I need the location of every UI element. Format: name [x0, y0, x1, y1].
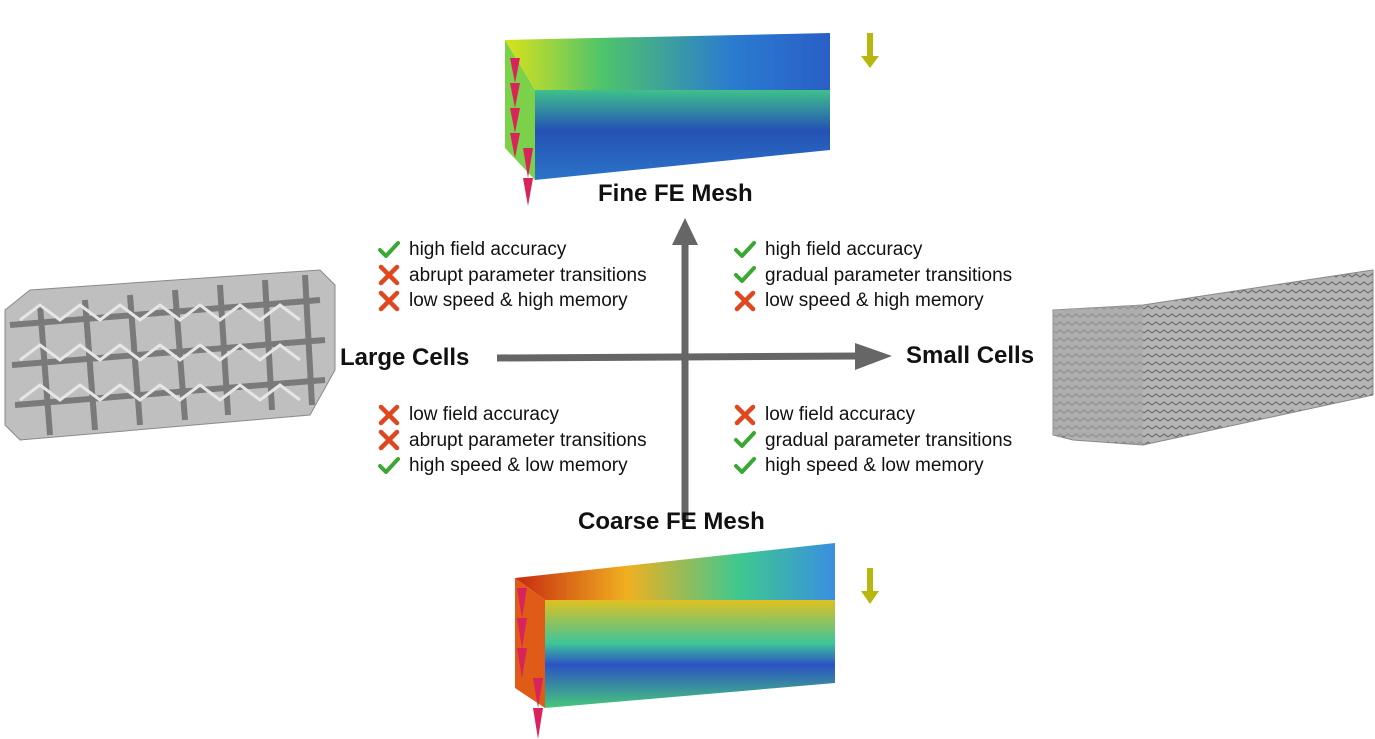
list-item-text: gradual parameter transitions — [765, 429, 1013, 451]
cross-icon — [733, 404, 757, 426]
list-item: gradual parameter transitions — [733, 263, 1012, 289]
cross-icon — [377, 429, 401, 451]
list-item: high field accuracy — [377, 237, 647, 263]
quadrant-top-left: high field accuracy abrupt parameter tran… — [377, 237, 647, 314]
check-icon — [733, 264, 757, 286]
list-item-text: low speed & high memory — [409, 290, 628, 311]
check-icon — [377, 455, 401, 477]
label-coarse-fe-mesh: Coarse FE Mesh — [578, 508, 765, 535]
list-item: high field accuracy — [733, 237, 1012, 263]
check-icon — [733, 429, 757, 451]
coarse-fe-mesh-image — [515, 543, 879, 739]
quadrant-top-right: high field accuracy gradual parameter tra… — [733, 237, 1012, 314]
check-icon — [733, 239, 757, 261]
label-fine-fe-mesh: Fine FE Mesh — [598, 180, 753, 207]
list-item: low speed & high memory — [733, 288, 1012, 314]
small-cells-lattice-image — [1052, 269, 1374, 446]
cross-icon — [733, 290, 757, 312]
cross-icon — [377, 290, 401, 312]
horizontal-axis-arrow — [496, 352, 861, 362]
list-item: low speed & high memory — [377, 288, 647, 314]
check-icon — [733, 455, 757, 477]
list-item: abrupt parameter transitions — [377, 428, 647, 454]
right-arrowhead — [855, 343, 892, 370]
list-item-text: abrupt parameter transitions — [409, 264, 647, 286]
list-item: gradual parameter transitions — [733, 428, 1012, 454]
quadrant-bottom-left: low field accuracy abrupt parameter trans… — [377, 402, 647, 479]
list-item-text: abrupt parameter transitions — [409, 429, 647, 451]
list-item-text: high field accuracy — [409, 239, 567, 260]
list-item: abrupt parameter transitions — [377, 263, 647, 289]
list-item-text: high speed & low memory — [765, 455, 984, 476]
list-item-text: gradual parameter transitions — [765, 264, 1013, 286]
list-item-text: high field accuracy — [765, 239, 923, 260]
list-item-text: high speed & low memory — [409, 455, 628, 476]
large-cells-lattice-image — [4, 269, 336, 441]
check-icon — [377, 239, 401, 261]
list-item-text: low speed & high memory — [765, 290, 984, 311]
fine-fe-mesh-image — [505, 33, 879, 206]
label-small-cells: Small Cells — [906, 342, 1035, 369]
list-item: low field accuracy — [733, 402, 1012, 428]
list-item: low field accuracy — [377, 402, 647, 428]
list-item-text: low field accuracy — [409, 404, 559, 425]
quadrant-bottom-right: low field accuracy gradual parameter tran… — [733, 402, 1012, 479]
up-arrowhead — [672, 218, 698, 245]
list-item: high speed & low memory — [733, 453, 1012, 479]
list-item-text: low field accuracy — [765, 404, 915, 425]
cross-icon — [377, 264, 401, 286]
label-large-cells: Large Cells — [340, 344, 470, 371]
list-item: high speed & low memory — [377, 453, 647, 479]
cross-icon — [377, 404, 401, 426]
